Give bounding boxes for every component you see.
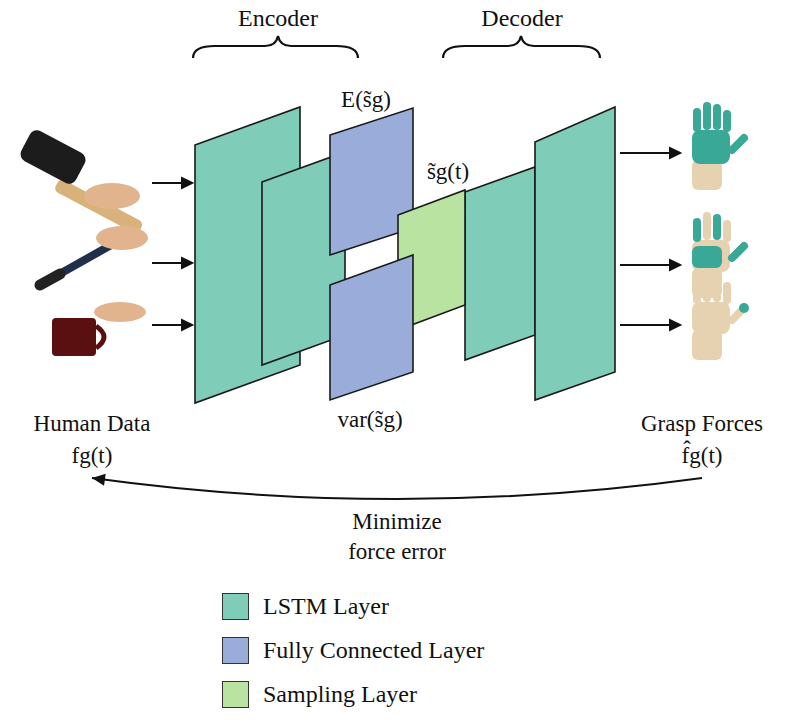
legend-row: Fully Connected Layer — [222, 637, 484, 664]
layer-label: var(s̃g) — [337, 407, 402, 433]
legend-swatch — [222, 593, 249, 620]
input-arrow — [152, 178, 192, 330]
hammer-photo — [18, 127, 144, 235]
robot-hand — [692, 106, 744, 190]
section-label: Decoder — [481, 5, 562, 32]
encoder-brace — [193, 36, 358, 58]
connector-line — [92, 478, 702, 499]
io-symbol: fg(t) — [34, 440, 151, 472]
feedback-arrow — [92, 474, 702, 499]
legend-text: Sampling Layer — [263, 681, 417, 708]
legend-text: Fully Connected Layer — [263, 637, 484, 664]
legend-text: LSTM Layer — [263, 593, 389, 620]
io-title: Human Data — [34, 408, 151, 440]
layer-shape — [330, 255, 413, 400]
mug-photo — [52, 302, 146, 356]
legend-swatch — [222, 637, 249, 664]
lstm-layer — [535, 107, 615, 400]
output-arrow — [620, 148, 680, 330]
lstm-layer — [465, 167, 535, 360]
decoder-brace — [443, 36, 600, 58]
output-label: Grasp Forcesf̂g(t) — [641, 408, 763, 472]
input-label: Human Datafg(t) — [34, 408, 151, 472]
legend-row: LSTM Layer — [222, 593, 389, 620]
section-label: Encoder — [238, 5, 318, 32]
robot-hand — [692, 278, 749, 360]
arrowhead — [92, 474, 106, 486]
layer-label: s̃g(t) — [427, 159, 469, 185]
edge-label: Minimize force error — [334, 507, 459, 567]
io-title: Grasp Forces — [641, 408, 763, 440]
legend-swatch — [222, 681, 249, 708]
io-symbol: f̂g(t) — [641, 440, 763, 472]
fully-connected-layer: var(s̃g) — [330, 255, 413, 400]
layer-outline — [330, 255, 413, 400]
layer-label: E(s̃g) — [341, 87, 391, 113]
brush-photo — [40, 226, 148, 285]
legend-row: Sampling Layer — [222, 681, 417, 708]
